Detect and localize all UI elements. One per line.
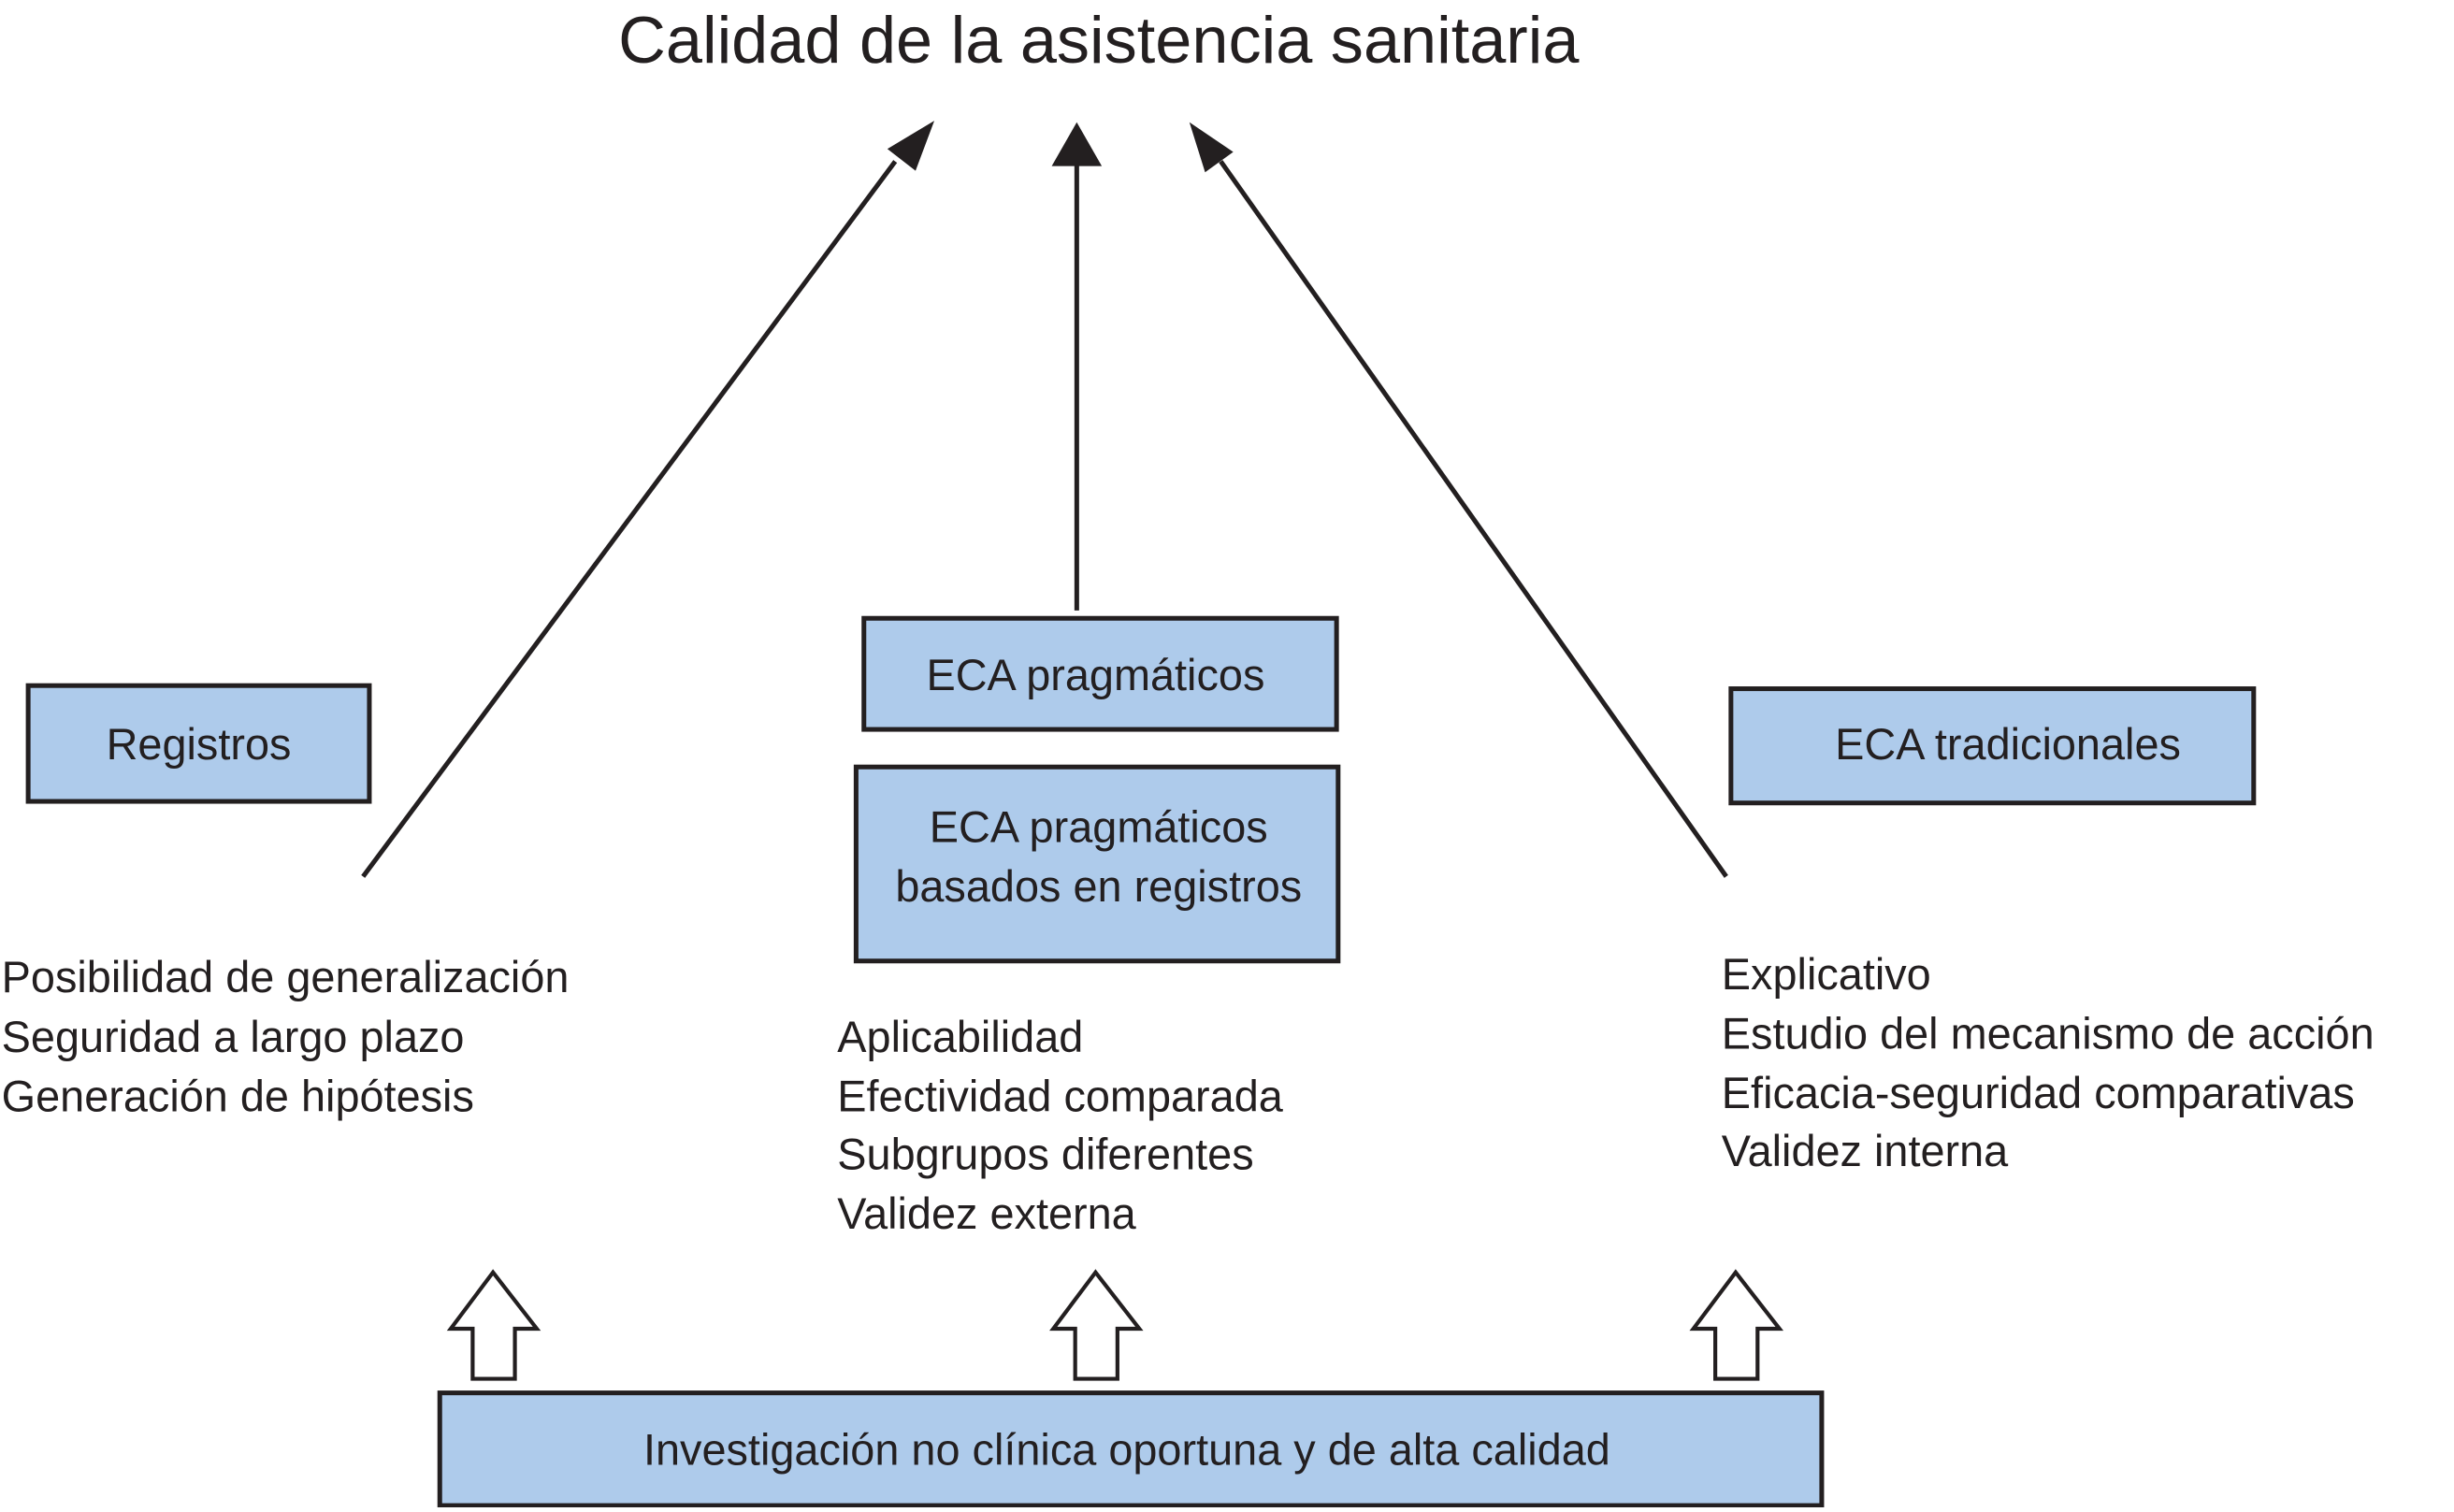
arrow-head-center-icon [1051,122,1103,166]
hollow-arrow-up-icon-center [1049,1269,1144,1381]
arrow-line-right [1219,160,1728,878]
arrow-head-left-icon [887,121,935,171]
list-item: Subgrupos diferentes [837,1130,1253,1178]
list-item: Seguridad a largo plazo [2,1013,465,1061]
list-item: Generación de hipótesis [2,1072,474,1120]
arrow-traditional-to-quality [1189,122,1728,878]
diagram-title: Calidad de la asistencia sanitaria [618,3,1580,77]
eca-tradicionales-label: ECA tradicionales [1835,720,2181,769]
investigacion-label: Investigación no clínica oportuna y de a… [643,1426,1610,1475]
arrow-registros-to-quality [361,121,935,878]
list-item: Eficacia-seguridad comparativas [1722,1069,2355,1117]
list-item: Validez externa [837,1189,1136,1238]
hollow-arrow-up-icon-right [1689,1269,1784,1381]
center-attributes-list: Aplicabilidad Efectividad comparada Subg… [837,1013,1283,1238]
right-attributes-list: Explicativo Estudio del mecanismo de acc… [1722,950,2375,1175]
list-item: Posibilidad de generalización [2,953,570,1001]
list-item: Aplicabilidad [837,1013,1083,1061]
arrow-pragmatic-to-quality [1051,122,1103,611]
eca-tradicionales-box: ECA tradicionales [1728,686,2257,806]
eca-pragmaticos-registros-box: ECA pragmáticos basados en registros [853,764,1341,964]
list-item: Efectividad comparada [837,1072,1283,1120]
eca-pragmaticos-label: ECA pragmáticos [926,651,1264,699]
registros-label: Registros [107,720,292,769]
eca-pragmaticos-registros-line-1: ECA pragmáticos [930,803,1268,852]
list-item: Explicativo [1722,950,1931,999]
hollow-arrow-up-icon-left [446,1269,541,1381]
eca-pragmaticos-registros-line-2: basados en registros [895,862,1302,911]
list-item: Estudio del mecanismo de acción [1722,1009,2375,1058]
left-attributes-list: Posibilidad de generalización Seguridad … [2,953,570,1120]
list-item: Validez interna [1722,1127,2009,1175]
eca-pragmaticos-box: ECA pragmáticos [861,615,1339,732]
arrow-line-left [361,160,898,878]
investigacion-box: Investigación no clínica oportuna y de a… [437,1390,1825,1508]
arrow-head-right-icon [1189,122,1234,173]
registros-box: Registros [25,683,372,804]
